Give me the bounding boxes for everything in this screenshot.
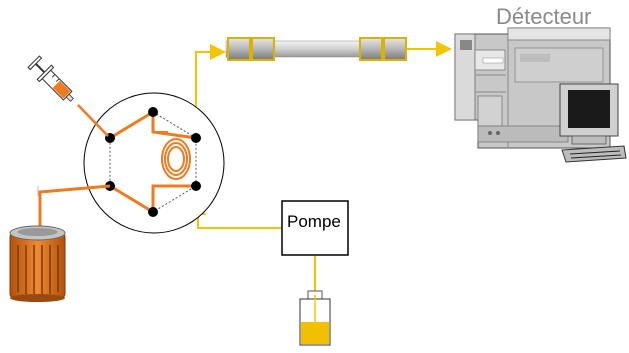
valve-ports	[105, 107, 201, 217]
valve-path-waste	[109, 184, 154, 214]
waste-line	[38, 184, 111, 230]
injection-loop-icon	[153, 131, 191, 187]
waste-container-icon	[9, 225, 66, 302]
syringe-icon	[27, 55, 109, 137]
pump-label: Pompe	[287, 212, 341, 231]
flow-pump-to-valve	[190, 199, 282, 229]
solvent-bottle-icon	[299, 290, 331, 346]
detector-label: Détecteur	[496, 4, 592, 29]
column-icon	[225, 37, 407, 61]
valve-path-syringe	[109, 110, 154, 140]
computer-monitor-icon	[559, 83, 619, 145]
keyboard-icon	[561, 145, 627, 163]
pump-box	[281, 200, 349, 256]
injection-valve	[83, 92, 225, 234]
